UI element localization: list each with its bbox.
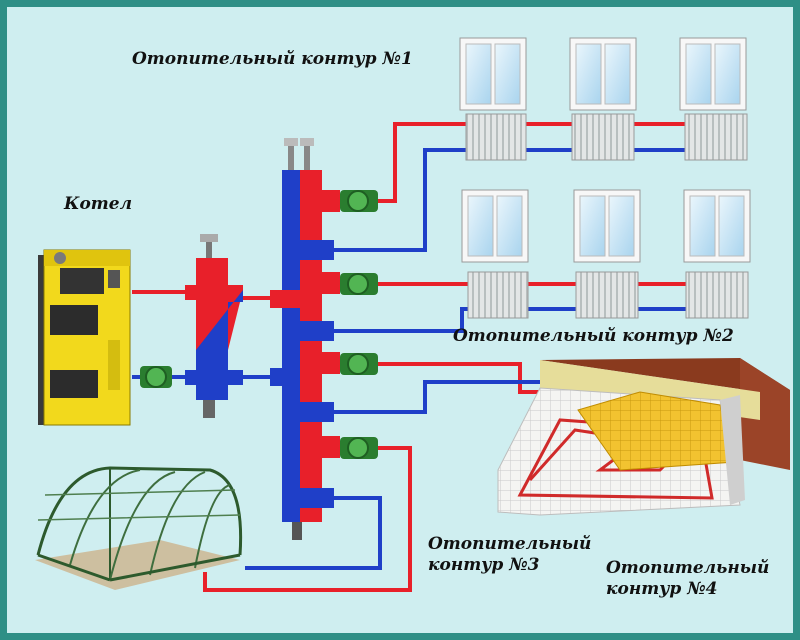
greenhouse [35,466,243,590]
circuit-3-label-line2: контур №3 [428,555,540,575]
boiler [38,249,131,426]
circuit-4-label-line2: контур №4 [606,579,718,599]
boiler-piping [132,290,270,379]
boiler-label: Котел [64,194,133,214]
radiators-row-1 [459,37,748,161]
boiler-return-pump [140,366,172,388]
hydraulic-separator [185,234,243,418]
circuit-2-piping [333,282,688,333]
circuit-1-piping [333,122,685,252]
circuit-2-label: Отопительный контур №2 [453,326,734,346]
circuit-pumps [340,190,378,459]
circuit-4-label-line1: Отопительный [606,558,770,578]
radiators-row-2 [461,189,751,319]
warm-floor [497,358,790,516]
circuit-3-label-line1: Отопительный [428,534,592,554]
circuit-3-piping [203,446,412,592]
circuit-1-label: Отопительный контур №1 [132,49,413,69]
circuit-4-piping [333,362,540,414]
distribution-manifold [270,138,340,540]
